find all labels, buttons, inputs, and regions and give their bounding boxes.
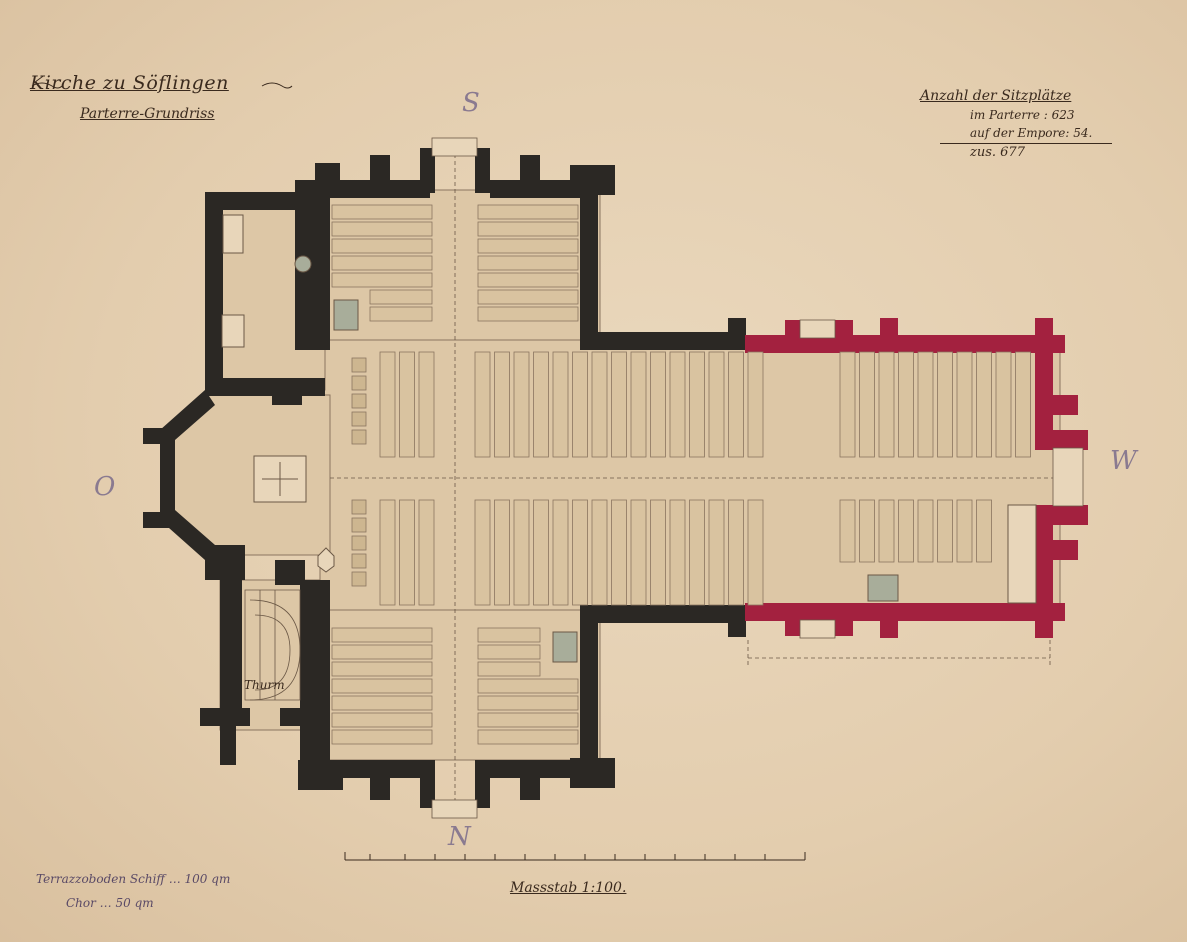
pew	[898, 351, 914, 458]
font-right	[552, 631, 578, 663]
pew	[747, 499, 764, 606]
pew	[591, 351, 608, 458]
basin	[294, 255, 312, 273]
seats-total: zus. 677	[970, 145, 1025, 160]
pew	[494, 499, 510, 606]
pew	[611, 351, 627, 458]
pew	[917, 351, 934, 458]
pew	[474, 351, 491, 458]
furnishings	[221, 214, 1037, 663]
pew	[878, 351, 895, 458]
pew	[650, 499, 666, 606]
title-flourish	[31, 82, 293, 89]
pew	[572, 499, 588, 606]
seats-sum-line	[940, 143, 1112, 144]
pew	[728, 351, 744, 458]
pew	[513, 499, 530, 606]
seats-ground-floor: im Parterre : 623	[970, 108, 1075, 122]
pew	[976, 351, 992, 458]
pew	[708, 499, 725, 606]
seats-heading: Anzahl der Sitzplätze	[920, 88, 1072, 104]
scale-bar	[344, 852, 806, 861]
note-floor-choir: Chor … 50 qm	[66, 896, 154, 910]
pew	[937, 499, 953, 563]
pew	[533, 499, 549, 606]
stove	[867, 574, 899, 602]
tower-label: Thurm	[244, 678, 285, 692]
scale-label: Massstab 1:100.	[510, 880, 627, 896]
pew	[474, 499, 491, 606]
pew	[839, 351, 856, 458]
stair-nave	[1007, 504, 1037, 604]
pillar	[317, 547, 335, 573]
pew	[976, 499, 992, 563]
pew	[611, 499, 627, 606]
pew	[995, 351, 1012, 458]
pew	[728, 499, 744, 606]
pew	[839, 499, 856, 563]
axis-lines	[330, 140, 1080, 815]
transept-pews	[331, 204, 579, 745]
pew	[572, 351, 588, 458]
pew	[418, 351, 435, 458]
pew	[399, 499, 415, 606]
pew	[533, 351, 549, 458]
pew	[956, 351, 973, 458]
nave-pews	[379, 351, 1031, 606]
pew	[591, 499, 608, 606]
pew	[552, 351, 569, 458]
pew	[630, 499, 647, 606]
compass-west: W	[1110, 446, 1137, 476]
pew	[917, 499, 934, 563]
plan-subtitle: Parterre-Grundriss	[80, 106, 215, 122]
seats-gallery: auf der Empore: 54.	[970, 126, 1093, 140]
pew	[689, 499, 705, 606]
pew	[494, 351, 510, 458]
compass-north: N	[448, 822, 471, 852]
pew	[859, 499, 875, 563]
pew	[418, 499, 435, 606]
pew	[878, 499, 895, 563]
pew	[689, 351, 705, 458]
pew	[513, 351, 530, 458]
pew	[552, 499, 569, 606]
pew	[937, 351, 953, 458]
side-benches	[351, 357, 367, 587]
plan-title: Kirche zu Söflingen	[30, 72, 229, 94]
pew	[669, 499, 686, 606]
existing-walls	[143, 148, 746, 808]
pew	[747, 351, 764, 458]
pew	[379, 351, 396, 458]
pew	[956, 499, 973, 563]
pew	[650, 351, 666, 458]
pew	[630, 351, 647, 458]
new-walls	[745, 318, 1088, 638]
compass-south: S	[462, 88, 480, 118]
font-left	[333, 299, 359, 331]
pew	[399, 351, 415, 458]
pew	[669, 351, 686, 458]
porches	[431, 137, 1084, 819]
note-floor-nave: Terrazzoboden Schiff … 100 qm	[36, 872, 231, 886]
pew	[1015, 351, 1031, 458]
pew	[898, 499, 914, 563]
pew	[708, 351, 725, 458]
compass-east: O	[94, 472, 116, 502]
pew	[859, 351, 875, 458]
pew	[379, 499, 396, 606]
tower-stair	[244, 589, 301, 701]
